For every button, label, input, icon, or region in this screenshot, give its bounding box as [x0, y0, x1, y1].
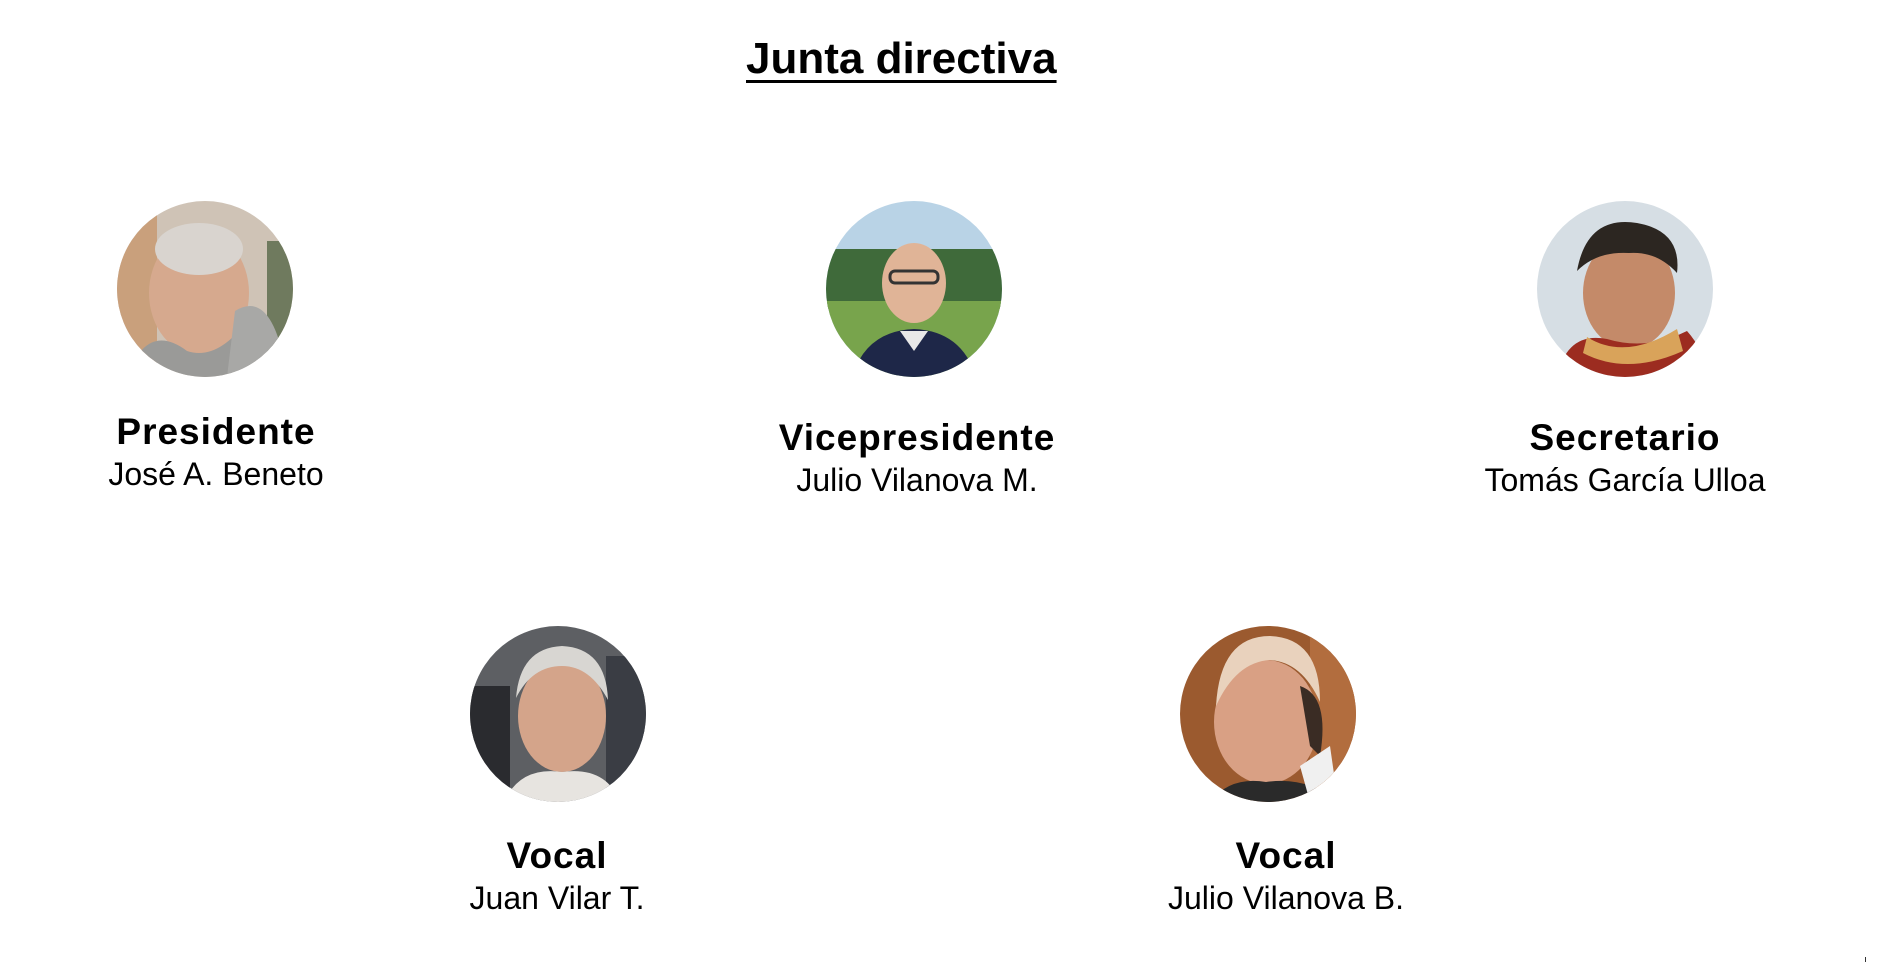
- member-vicepresidente: Vicepresidente Julio Vilanova M.: [707, 416, 1127, 500]
- member-role: Vicepresidente: [778, 417, 1056, 458]
- member-name: Tomás García Ulloa: [1484, 462, 1766, 498]
- member-role: Vocal: [1235, 835, 1337, 876]
- person-photo-icon: [1537, 201, 1713, 377]
- member-role: Presidente: [116, 411, 316, 452]
- member-name: Juan Vilar T.: [469, 880, 645, 916]
- page-title: Junta directiva: [746, 34, 1057, 83]
- member-role: Secretario: [1529, 417, 1721, 458]
- page-corner-mark: [1865, 957, 1866, 962]
- member-presidente: Presidente José A. Beneto: [6, 410, 426, 494]
- person-photo-icon: [826, 201, 1002, 377]
- member-name: José A. Beneto: [108, 456, 324, 492]
- avatar-secretario: [1537, 201, 1713, 377]
- member-vocal-1: Vocal Juan Vilar T.: [347, 834, 767, 918]
- person-photo-icon: [1180, 626, 1356, 802]
- member-name: Julio Vilanova M.: [796, 462, 1038, 498]
- avatar-vocal-1: [470, 626, 646, 802]
- member-secretario: Secretario Tomás García Ulloa: [1415, 416, 1835, 500]
- member-name: Julio Vilanova B.: [1168, 880, 1404, 916]
- member-vocal-2: Vocal Julio Vilanova B.: [1076, 834, 1496, 918]
- member-role: Vocal: [506, 835, 608, 876]
- avatar-vocal-2: [1180, 626, 1356, 802]
- avatar-vicepresidente: [826, 201, 1002, 377]
- avatar-presidente: [117, 201, 293, 377]
- person-photo-icon: [470, 626, 646, 802]
- person-photo-icon: [117, 201, 293, 377]
